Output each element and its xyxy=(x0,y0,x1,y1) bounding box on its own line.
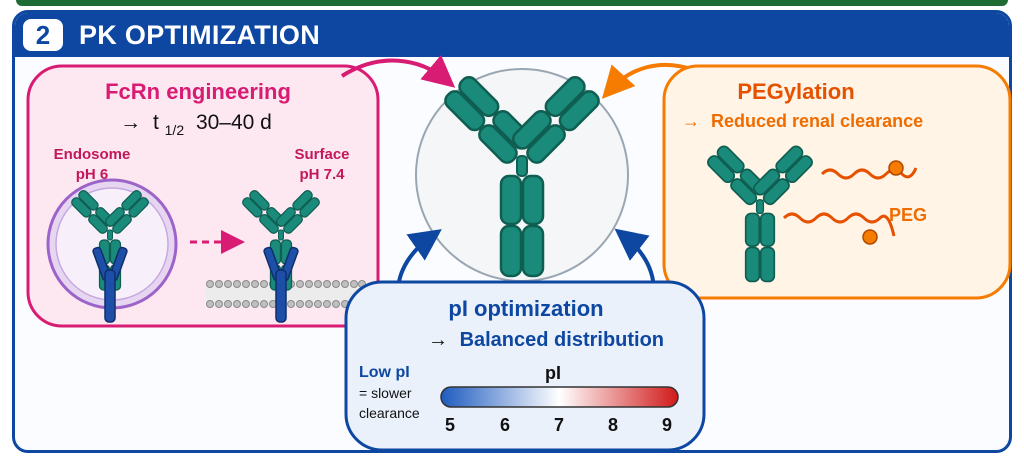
section-number-badge: 2 xyxy=(23,19,63,51)
fcrn-subtitle-sub: 1/2 xyxy=(165,122,185,138)
peg-to-center-arrow xyxy=(601,62,695,99)
pi-tick-9: 9 xyxy=(662,415,672,435)
pi-tick-6: 6 xyxy=(500,415,510,435)
endosome-label: Endosome xyxy=(54,146,131,163)
pi-tick-7: 7 xyxy=(554,415,564,435)
fcrn-title: FcRn engineering xyxy=(105,79,291,104)
pi-optimization-box: pI optimization → Balanced distribution … xyxy=(344,280,706,452)
pi-tick-8: 8 xyxy=(608,415,618,435)
fcrn-subtitle-arrow: → xyxy=(120,111,141,134)
low-pi-line2: clearance xyxy=(359,405,420,421)
fcrn-half-life: → t 1/2 30–40 d xyxy=(120,111,272,140)
peg-label: PEG xyxy=(889,205,927,225)
top-strip xyxy=(16,0,1008,6)
peg-subtitle-arrow: → xyxy=(682,111,700,131)
surface-ph: pH 7.4 xyxy=(299,166,345,183)
pi-title: pI optimization xyxy=(448,296,603,321)
peg-subtitle: Reduced renal clearance xyxy=(711,111,923,131)
low-pi-line1: = slower xyxy=(359,385,412,401)
surface-label: Surface xyxy=(294,146,349,163)
peg-chain-upper xyxy=(820,167,918,180)
pi-scale-bar xyxy=(440,386,679,408)
low-pi-title: Low pI xyxy=(359,364,410,381)
section-title: PK OPTIMIZATION xyxy=(79,20,320,50)
peg-bead-upper xyxy=(888,160,904,176)
fcrn-subtitle-prefix: t xyxy=(153,111,159,134)
peg-bead-lower xyxy=(862,229,878,245)
peg-subtitle-line: → Reduced renal clearance xyxy=(682,111,923,131)
pi-scale-label: pI xyxy=(545,363,561,383)
endosome-ph: pH 6 xyxy=(76,166,109,183)
fcrn-subtitle-value: 30–40 d xyxy=(196,111,272,134)
peg-title: PEGylation xyxy=(737,79,854,104)
pi-subtitle: Balanced distribution xyxy=(460,329,664,351)
peg-chain-lower xyxy=(782,212,896,237)
pi-subtitle-line: → Balanced distribution xyxy=(428,329,664,351)
fcrn-to-center-arrow xyxy=(340,54,456,88)
pegylation-box: PEGylation → Reduced renal clearance PEG xyxy=(662,64,1012,300)
pi-subtitle-arrow: → xyxy=(428,329,448,351)
center-antibody-group xyxy=(415,68,629,282)
section-header: 2 PK OPTIMIZATION xyxy=(15,13,1009,57)
fcrn-engineering-box: FcRn engineering → t 1/2 30–40 d Endosom… xyxy=(26,64,380,328)
pi-tick-5: 5 xyxy=(445,415,455,435)
